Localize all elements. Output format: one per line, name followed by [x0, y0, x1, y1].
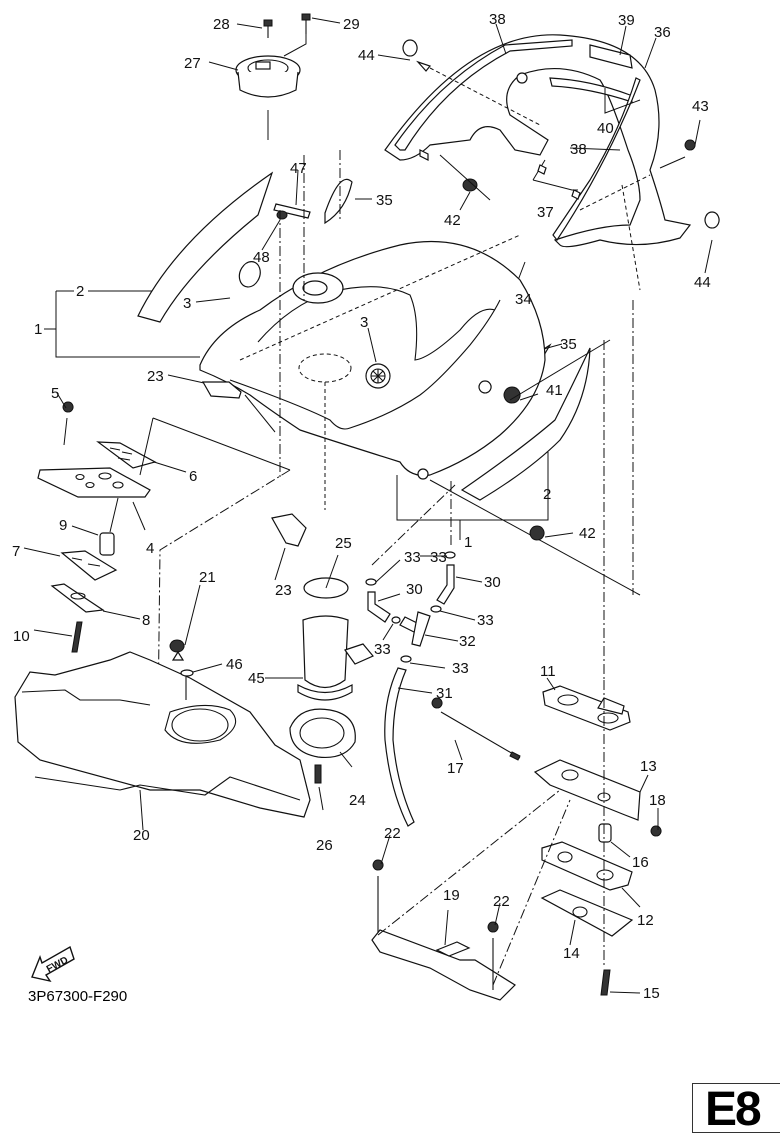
callout-12: 12: [637, 912, 654, 929]
callout-10: 10: [13, 628, 30, 645]
callout-34: 34: [515, 291, 532, 308]
callout-20: 20: [133, 827, 150, 844]
callout-45: 45: [248, 670, 265, 687]
callout-16: 16: [632, 854, 649, 871]
seat-cowl-assembly: [377, 23, 720, 291]
callout-32: 32: [459, 633, 476, 650]
left-bracket-parts: [23, 374, 307, 721]
callout-22: 22: [384, 825, 401, 842]
fuel-hoses: [365, 480, 483, 827]
callout-4: 4: [146, 540, 154, 557]
callout-40: 40: [597, 120, 614, 137]
callout-30: 30: [484, 574, 501, 591]
callout-2: 2: [76, 283, 84, 300]
fwd-label: FWD: [45, 955, 70, 975]
callout-9: 9: [59, 517, 67, 534]
callout-44: 44: [694, 274, 711, 291]
callout-1: 1: [34, 321, 42, 338]
callout-21: 21: [199, 569, 216, 586]
callout-43: 43: [692, 98, 709, 115]
callout-25: 25: [335, 535, 352, 552]
callout-3: 3: [360, 314, 368, 331]
fuel-pump-assembly: [265, 554, 374, 811]
callout-6: 6: [189, 468, 197, 485]
callout-35: 35: [376, 192, 393, 209]
callout-29: 29: [343, 16, 360, 33]
mount-bracket-parts: [371, 677, 662, 1001]
callout-11: 11: [540, 663, 556, 680]
callout-31: 31: [436, 685, 453, 702]
callout-38: 38: [489, 11, 506, 28]
callout-3: 3: [183, 295, 191, 312]
callout-42: 42: [444, 212, 461, 229]
callout-37: 37: [537, 204, 554, 221]
callout-19: 19: [443, 887, 460, 904]
callout-44: 44: [358, 47, 375, 64]
callout-23: 23: [147, 368, 164, 385]
callout-24: 24: [349, 792, 366, 809]
forward-arrow-icon: FWD: [31, 945, 75, 983]
callout-33: 33: [477, 612, 494, 629]
callout-2: 2: [543, 486, 551, 503]
reference-code: 3P67300-F290: [28, 988, 128, 1005]
callout-36: 36: [654, 24, 671, 41]
callout-33: 33: [452, 660, 469, 677]
callout-7: 7: [12, 543, 20, 560]
callout-33: 33: [404, 549, 421, 566]
callout-48: 48: [253, 249, 270, 266]
page-label-box: E8: [692, 1083, 780, 1136]
callout-46: 46: [226, 656, 243, 673]
callout-30: 30: [406, 581, 423, 598]
fuel-cap-assembly: [208, 13, 341, 140]
callout-8: 8: [142, 612, 150, 629]
page-label: E8: [705, 1083, 762, 1136]
callout-labels: 1 1 2 2 3 3 4 5 6 7 8 9 10 11 12 13 14 1…: [12, 11, 711, 1002]
fuel-tank: [199, 150, 546, 510]
callout-13: 13: [640, 758, 657, 775]
callout-5: 5: [51, 385, 59, 402]
callout-14: 14: [563, 945, 580, 962]
callout-22: 22: [493, 893, 510, 910]
callout-26: 26: [316, 837, 333, 854]
callout-23: 23: [275, 582, 292, 599]
callout-41: 41: [546, 382, 563, 399]
callout-39: 39: [618, 12, 635, 29]
callout-27: 27: [184, 55, 201, 72]
callout-42: 42: [579, 525, 596, 542]
callout-33: 33: [430, 549, 447, 566]
callout-47: 47: [290, 160, 307, 177]
callout-28: 28: [213, 16, 230, 33]
callout-17: 17: [447, 760, 464, 777]
callout-1: 1: [464, 534, 472, 551]
callout-18: 18: [649, 792, 666, 809]
callout-15: 15: [643, 985, 660, 1002]
callout-33: 33: [374, 641, 391, 658]
callout-35: 35: [560, 336, 577, 353]
under-cover: [14, 584, 311, 831]
callout-38: 38: [570, 141, 587, 158]
right-side-parts: [396, 300, 641, 680]
